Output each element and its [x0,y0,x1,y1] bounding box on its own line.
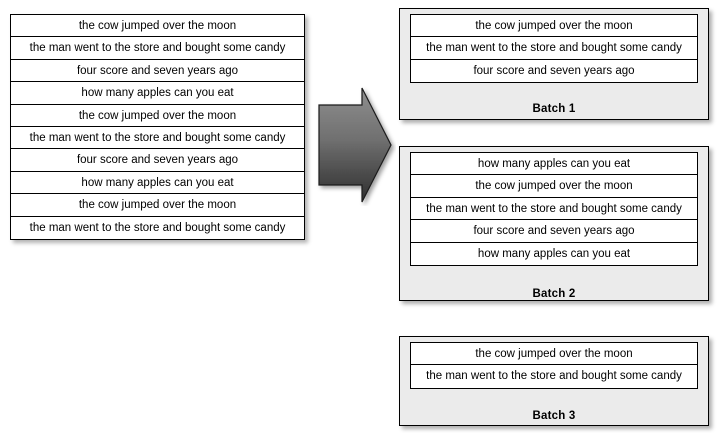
list-item: the cow jumped over the moon [11,194,304,217]
batch-panel-1: the cow jumped over the moon the man wen… [399,8,709,120]
list-item: the cow jumped over the moon [411,15,697,38]
right-arrow-icon [318,87,392,203]
list-item: the man went to the store and bought som… [411,198,697,221]
batch-panel-2: how many apples can you eat the cow jump… [399,146,709,301]
list-item: the man went to the store and bought som… [29,221,286,234]
batch-2-sentence-table: how many apples can you eat the cow jump… [410,152,698,266]
batch-panel-3: the cow jumped over the moon the man wen… [399,336,709,426]
list-item: the cow jumped over the moon [11,105,304,127]
list-item: the man went to the store and bought som… [11,37,304,60]
batch-3-label: Batch 3 [532,409,576,422]
list-item: four score and seven years ago [11,149,304,172]
list-item: the man went to the store and bought som… [11,127,304,150]
list-item: the man went to the store and bought som… [426,370,682,383]
list-item: the cow jumped over the moon [411,175,697,198]
batch-3-sentence-table: the cow jumped over the moon the man wen… [410,342,698,389]
source-sentence-list: the cow jumped over the moon the man wen… [10,14,305,240]
list-item: how many apples can you eat [11,82,304,105]
list-item: how many apples can you eat [411,153,697,176]
list-item: the cow jumped over the moon [411,343,697,366]
list-item: four score and seven years ago [11,60,304,83]
batch-1-label: Batch 1 [532,103,576,116]
batch-1-sentence-table: the cow jumped over the moon the man wen… [410,14,698,84]
list-item: four score and seven years ago [411,220,697,243]
list-item: how many apples can you eat [11,172,304,195]
list-item: the cow jumped over the moon [11,15,304,38]
list-item: four score and seven years ago [473,64,635,77]
list-item: the man went to the store and bought som… [411,37,697,60]
list-item: how many apples can you eat [477,247,631,260]
batch-2-label: Batch 2 [532,287,576,300]
